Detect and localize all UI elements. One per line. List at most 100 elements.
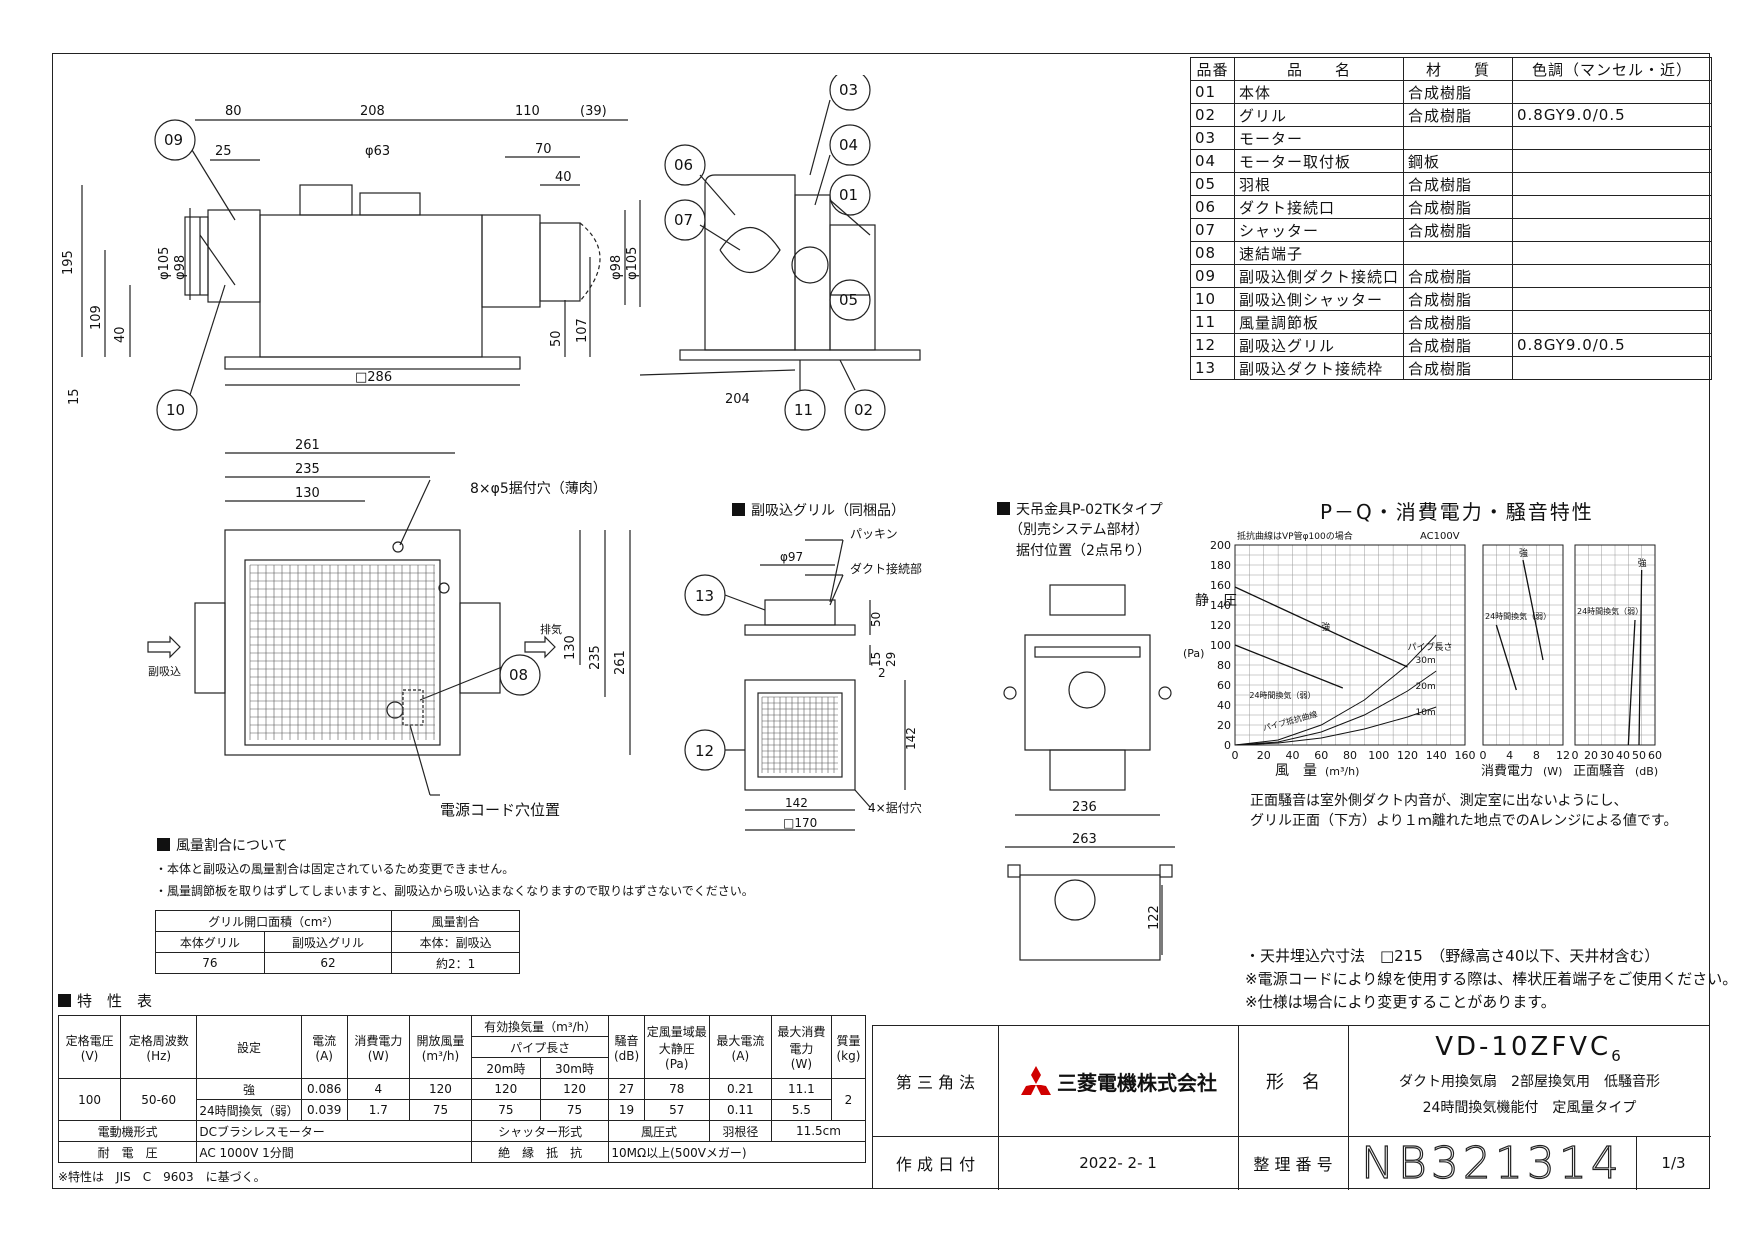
parts-cell: 0.8GY9.0/0.5 — [1512, 103, 1712, 127]
spec-h-open-t: 開放風量 — [416, 1033, 465, 1048]
spec-r0-maxcur: 0.21 — [708, 1078, 772, 1100]
spec-h-freq-u: (Hz) — [146, 1048, 172, 1063]
model-desc-2: 24時間換気機能付 定風量タイプ — [1422, 1100, 1637, 1117]
pq-series-line — [1234, 586, 1408, 668]
spec-h-power-t: 消費電力 — [354, 1033, 403, 1048]
spec-h-maxpow-t: 最大消費電力 — [777, 1025, 826, 1056]
small-xtick: 20 — [1584, 749, 1598, 762]
grille-drawing: φ97 50 15 29 142 2 142 □170 パッキン ダクト接続部 … — [684, 527, 922, 831]
spec-h-current-u: (A) — [315, 1048, 333, 1063]
parts-cell: モーター — [1233, 126, 1405, 150]
parts-cell: 01 — [1190, 80, 1235, 104]
dim-110: 110 — [515, 104, 540, 119]
drawing-frame — [52, 53, 1710, 1189]
spec-r0-current: 0.086 — [300, 1078, 348, 1100]
dim-phi105-r: φ105 — [625, 247, 640, 280]
dim-261: 261 — [295, 438, 320, 453]
callout-01: 01 — [839, 186, 858, 204]
callout-13: 13 — [695, 587, 714, 605]
spec-h-voltage-t: 定格電圧 — [65, 1033, 114, 1048]
spec-insul-label: 絶 縁 抵 抗 — [471, 1141, 610, 1163]
small-xtick: 60 — [1648, 749, 1662, 762]
small-series-line — [1522, 559, 1544, 661]
pq-ytick: 0 — [1224, 739, 1231, 752]
parts-header-3: 色調（マンセル・近） — [1512, 57, 1712, 81]
dim-122: 122 — [1147, 905, 1162, 930]
airflow-note-2: ・風量調節板を取りはずしてしまいますと、副吸込から吸い込まなくなりますので取りは… — [155, 884, 754, 898]
pq-xtick: 80 — [1343, 749, 1357, 762]
pq-xunit: (m³/h) — [1325, 765, 1359, 778]
dim-286: □286 — [355, 370, 392, 385]
mitsubishi-logo-icon — [1021, 1066, 1051, 1095]
hanger-position: 据付位置（2点吊り） — [1016, 542, 1151, 559]
spec-h-static: 定風量域最大静圧(Pa) — [643, 1015, 710, 1079]
ratio-h1: グリル開口面積（cm²） — [154, 910, 393, 932]
grille-section: 副吸込グリル（同梱品） — [732, 500, 905, 520]
pq-note: 抵抗曲線はVP管φ100の場合 — [1237, 530, 1353, 542]
pq-label-pipe: パイプ長さ — [1408, 642, 1453, 653]
parts-cell: 副吸込ダクト接続枠 — [1233, 356, 1405, 380]
parts-cell: 本体 — [1233, 80, 1405, 104]
small-xtick: 50 — [1632, 749, 1646, 762]
spec-r1-current: 0.039 — [300, 1099, 348, 1121]
callout-09: 09 — [164, 131, 183, 149]
ratio-h1b: 副吸込グリル — [263, 931, 393, 953]
parts-cell: 合成樹脂 — [1403, 218, 1513, 242]
hanger-section: 天吊金具P-02TKタイプ（別売システム部材）据付位置（2点吊り） — [997, 500, 1163, 561]
dim-40: 40 — [555, 170, 572, 185]
dim-261v: 261 — [613, 650, 628, 675]
spec-h-open: 開放風量(m³/h) — [408, 1015, 473, 1079]
spec-r1-p30: 75 — [539, 1099, 610, 1121]
airflow-note-1: ・本体と副吸込の風量割合は固定されているため変更できません。 — [155, 862, 515, 876]
parts-header-1: 品 名 — [1233, 57, 1405, 81]
small-xlabel: 正面騒音 — [1573, 763, 1625, 779]
spec-h-static-t: 定風量域最大静圧 — [646, 1025, 707, 1056]
pq-ytick: 140 — [1210, 599, 1231, 612]
parts-header-2: 材 質 — [1403, 57, 1513, 81]
note-spec-change: ※仕様は場合により変更することがあります。 — [1245, 993, 1556, 1011]
dim-80: 80 — [225, 104, 242, 119]
pq-resistance-curve — [1234, 706, 1437, 746]
section-marker-4 — [58, 994, 71, 1007]
airflow-section: 風量割合について — [157, 835, 288, 855]
spec-r1-p20: 75 — [471, 1099, 541, 1121]
chart-note-1: 正面騒音は室外側ダクト内音が、測定室に出ないようにし、 — [1250, 793, 1628, 809]
spec-motor-value: DCブラシレスモーター — [196, 1120, 473, 1142]
spec-r1-open: 75 — [408, 1099, 473, 1121]
dim-195: 195 — [61, 250, 76, 275]
dim-235v: 235 — [588, 645, 603, 670]
spec-shutter-label: シャッター形式 — [471, 1120, 610, 1142]
pq-xtick: 60 — [1314, 749, 1328, 762]
pq-xtick: 20 — [1257, 749, 1271, 762]
spec-h-maxpow-u: (W) — [790, 1057, 813, 1071]
spec-voltage: 100 — [57, 1078, 122, 1121]
dim-25: 25 — [215, 144, 232, 159]
spec-h-open-u: (m³/h) — [421, 1048, 460, 1063]
small-xtick: 12 — [1556, 749, 1570, 762]
ratio-v3: 約2：1 — [391, 952, 520, 974]
parts-cell: 12 — [1190, 333, 1235, 357]
small-plot-frame — [1574, 544, 1656, 746]
pq-series-line — [1234, 644, 1344, 689]
front-view-drawing: 80 208 110 (39) 25 φ63 70 40 195 φ105 φ9… — [61, 104, 641, 431]
dim-208: 208 — [360, 104, 385, 119]
small-xunit: (W) — [1543, 765, 1562, 778]
pq-curve-label: 10m — [1416, 708, 1436, 718]
side-view-drawing: 03 04 06 07 01 05 11 02 204 — [640, 75, 921, 431]
dim-15: 15 — [67, 388, 82, 405]
parts-cell — [1512, 241, 1712, 265]
spec-withstand-value: AC 1000V 1分間 — [196, 1141, 473, 1163]
spec-h-setting: 設定 — [196, 1015, 302, 1079]
parts-cell: 10 — [1190, 287, 1235, 311]
dim-phi105-l: φ105 — [157, 247, 172, 280]
drawing-number: NB321314 — [1348, 1136, 1637, 1190]
parts-cell: 08 — [1190, 241, 1235, 265]
callout-02: 02 — [854, 401, 873, 419]
parts-cell — [1512, 80, 1712, 104]
spec-h-maxcur-t: 最大電流 — [716, 1033, 765, 1048]
spec-r1-setting: 24時間換気（弱） — [196, 1099, 302, 1121]
parts-cell — [1512, 218, 1712, 242]
parts-cell: 風量調節板 — [1233, 310, 1405, 334]
